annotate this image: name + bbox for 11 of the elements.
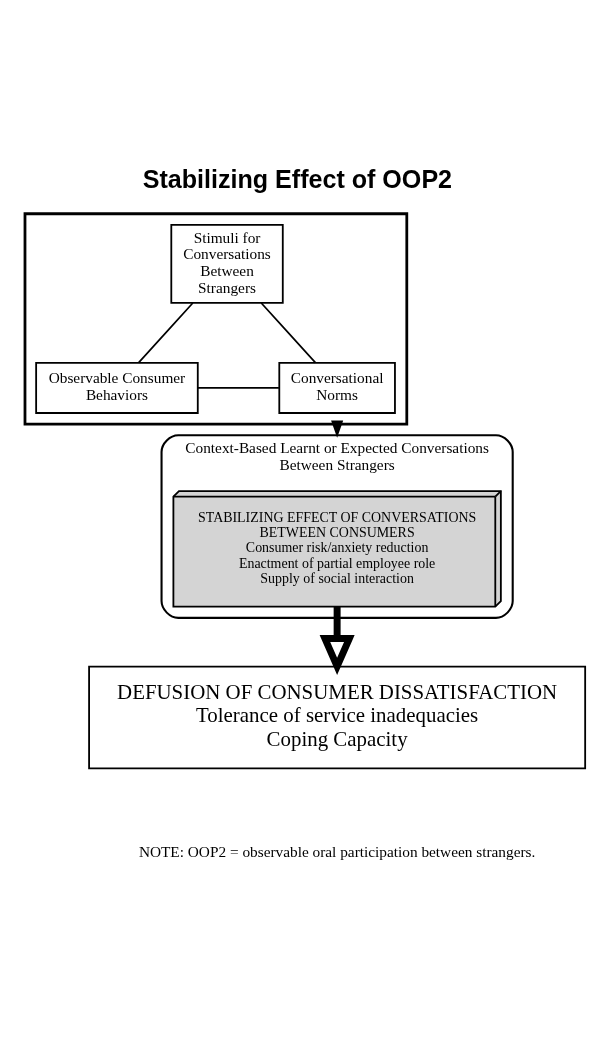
connector	[260, 301, 317, 363]
node-box: Conversational Norms	[278, 361, 396, 414]
node-box: Observable Consumer Behaviors	[35, 361, 199, 414]
connector	[137, 301, 194, 363]
cluster	[23, 211, 409, 426]
diagram-title: Stabilizing Effect of OOP2	[142, 164, 453, 193]
arrow	[319, 606, 355, 675]
connector	[196, 386, 280, 389]
node-box: Stimuli for Conversations Between Strangers	[170, 223, 284, 304]
node-box: DEFUSION OF CONSUMER DISSATISFACTION Tolerance of service inadequacies Coping Capacity	[88, 665, 587, 769]
caption: NOTE: OOP2 = observable oral participation between strangers.	[138, 842, 536, 860]
